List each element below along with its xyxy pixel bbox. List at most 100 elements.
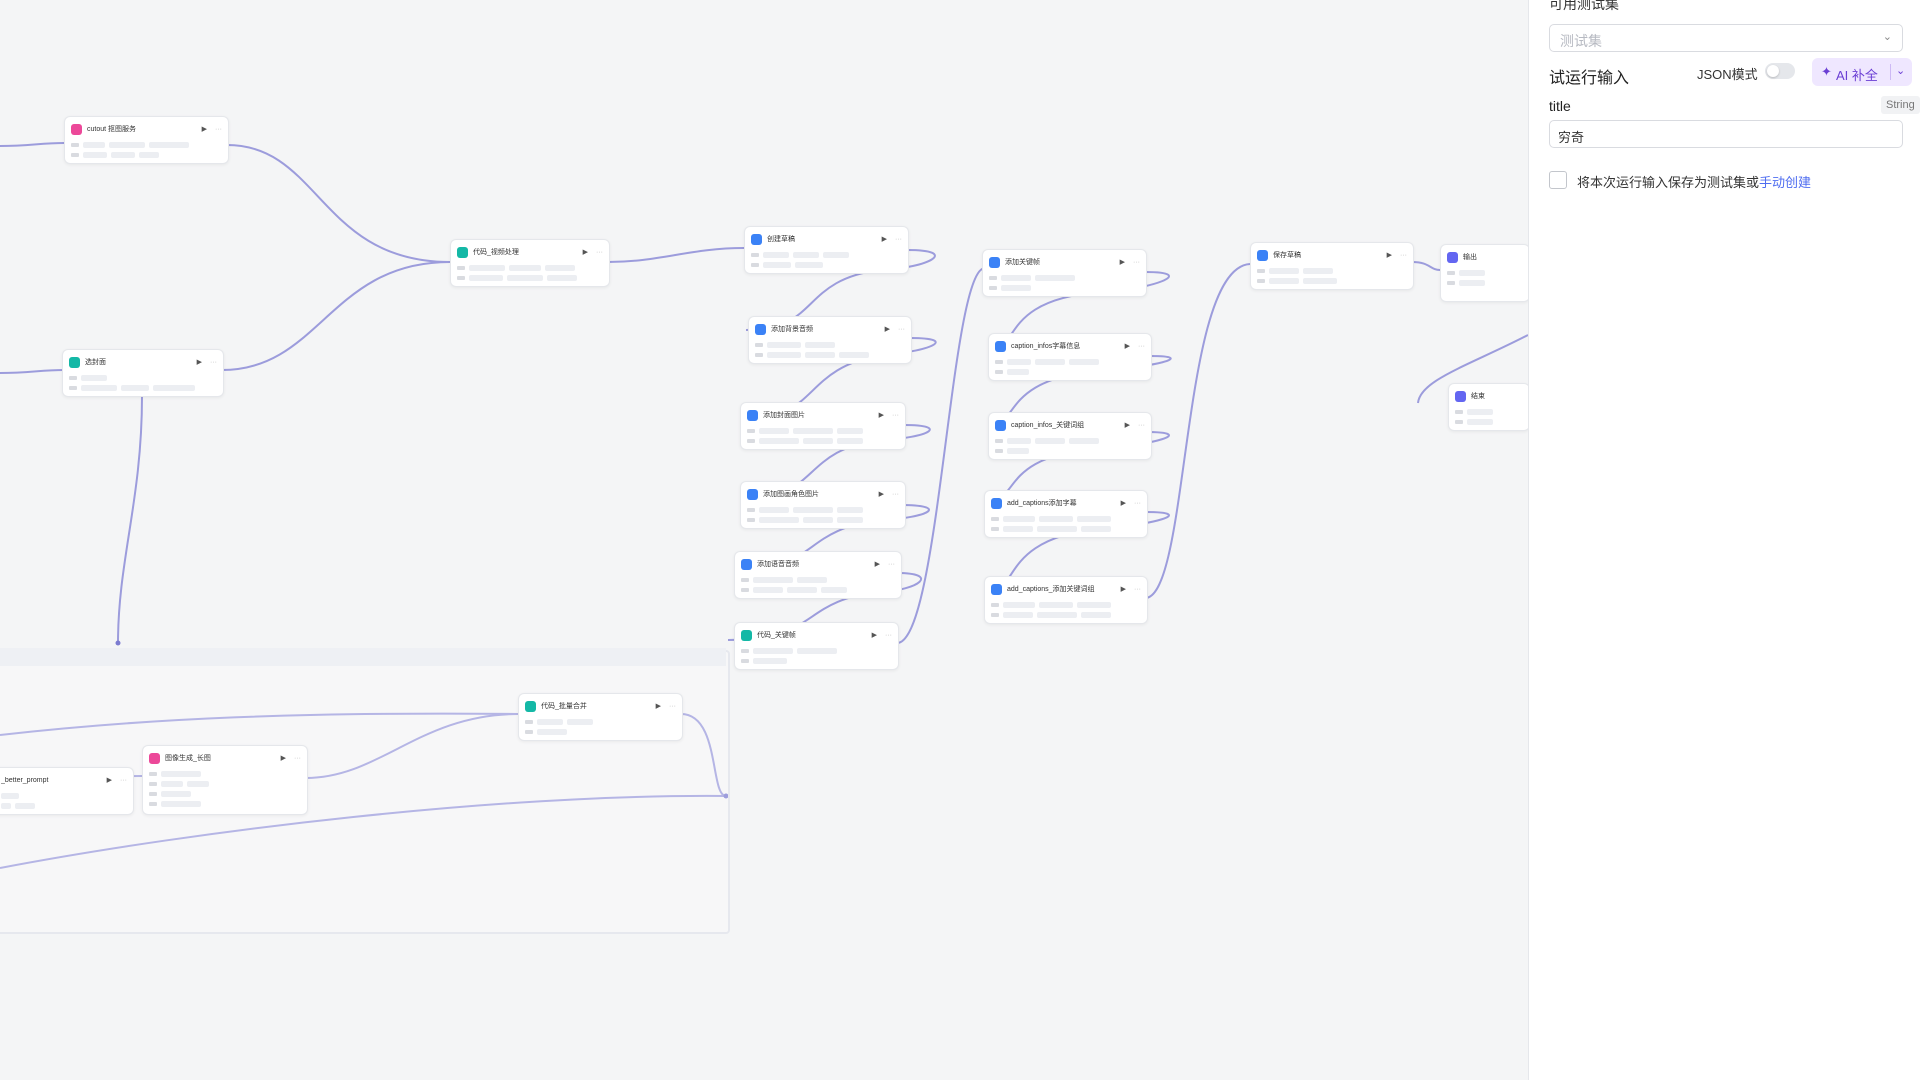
- node-title: 选封面: [85, 359, 106, 366]
- workflow-node[interactable]: 添加封面图片 ▶ ···: [740, 402, 906, 450]
- play-icon[interactable]: ▶: [1386, 252, 1392, 259]
- workflow-node[interactable]: 添加背景音频 ▶ ···: [748, 316, 912, 364]
- node-title: caption_infos_关键词组: [1011, 422, 1085, 429]
- workflow-node[interactable]: 代码_关键帧 ▶ ···: [734, 622, 899, 670]
- workflow-node[interactable]: 代码_批量合并 ▶ ···: [518, 693, 683, 741]
- test-set-select[interactable]: 测试集 ⌄: [1549, 24, 1903, 52]
- more-icon[interactable]: ···: [892, 411, 899, 419]
- more-icon[interactable]: ···: [898, 325, 905, 333]
- workflow-node[interactable]: caption_infos_关键词组 ▶ ···: [988, 412, 1152, 460]
- json-mode-toggle[interactable]: [1765, 63, 1795, 79]
- node-type-icon: [457, 246, 468, 258]
- test-run-panel: 可用测试集 测试集 ⌄ 试运行输入 JSON模式 ✦ AI 补全 ⌄ title…: [1528, 0, 1920, 1080]
- workflow-node[interactable]: 图像生成_长图 ▶ ···: [142, 745, 308, 815]
- sparkle-icon: ✦: [1821, 64, 1832, 79]
- more-icon[interactable]: ···: [1138, 342, 1145, 350]
- more-icon[interactable]: ···: [885, 631, 892, 639]
- more-icon[interactable]: ···: [210, 358, 217, 366]
- save-as-test-set-checkbox[interactable]: [1549, 171, 1567, 189]
- workflow-node[interactable]: 输出: [1440, 244, 1528, 302]
- workflow-node[interactable]: 添加关键帧▶···: [982, 249, 1147, 297]
- play-icon[interactable]: ▶: [1124, 422, 1130, 429]
- workflow-node[interactable]: 保存草稿 ▶ ···: [1250, 242, 1414, 290]
- more-icon[interactable]: ···: [294, 754, 301, 762]
- workflow-node[interactable]: caption_infos字幕信息▶···: [988, 333, 1152, 381]
- workflow-canvas[interactable]: cutout 抠图服务▶··· 代码_视频处理▶··· 选封面▶··· 创建草稿…: [0, 0, 1528, 1080]
- workflow-node[interactable]: 添加图画角色图片 ▶ ···: [740, 481, 906, 529]
- play-icon[interactable]: ▶: [1120, 500, 1126, 507]
- more-icon[interactable]: ···: [1134, 585, 1141, 593]
- node-title: 添加背景音频: [771, 326, 813, 333]
- more-icon[interactable]: ···: [120, 776, 127, 784]
- title-input[interactable]: 穷奇: [1549, 120, 1903, 148]
- node-title: 代码_批量合并: [541, 703, 587, 710]
- play-icon[interactable]: ▶: [655, 703, 661, 710]
- node-type-icon: [69, 356, 80, 368]
- workflow-node[interactable]: add_captions_添加关键词组 ▶ ···: [984, 576, 1148, 624]
- node-type-icon: [149, 752, 160, 764]
- play-icon[interactable]: ▶: [884, 326, 890, 333]
- manual-create-link[interactable]: 手动创建: [1759, 175, 1812, 190]
- play-icon[interactable]: ▶: [871, 632, 877, 639]
- trial-input-label: 试运行输入: [1549, 70, 1630, 87]
- more-icon[interactable]: ···: [892, 490, 899, 498]
- ai-complete-label: AI 补全: [1836, 68, 1878, 83]
- node-type-icon: [71, 123, 82, 135]
- node-title: 添加图画角色图片: [763, 491, 819, 498]
- workflow-node[interactable]: cutout 抠图服务 ▶ ···: [64, 116, 229, 164]
- play-icon[interactable]: ▶: [878, 491, 884, 498]
- workflow-node[interactable]: _better_prompt ▶ ···: [0, 767, 134, 815]
- more-icon[interactable]: ···: [215, 125, 222, 133]
- test-set-label: 可用测试集: [1549, 0, 1619, 12]
- play-icon[interactable]: ▶: [1119, 259, 1125, 266]
- more-icon[interactable]: ···: [1400, 251, 1407, 259]
- toggle-knob: [1767, 65, 1779, 77]
- node-title: cutout 抠图服务: [87, 126, 137, 133]
- play-icon[interactable]: ▶: [878, 412, 884, 419]
- chevron-down-icon[interactable]: ⌄: [1896, 65, 1906, 77]
- node-title: 添加封面图片: [763, 412, 805, 419]
- play-icon[interactable]: ▶: [582, 249, 588, 256]
- workflow-node[interactable]: 创建草稿▶···: [744, 226, 909, 274]
- title-input-value: 穷奇: [1558, 130, 1585, 145]
- node-title: _better_prompt: [1, 776, 49, 784]
- more-icon[interactable]: ···: [1138, 421, 1145, 429]
- node-type-icon: [755, 323, 766, 335]
- test-set-placeholder: 测试集: [1560, 33, 1602, 49]
- play-icon[interactable]: ▶: [280, 755, 286, 762]
- workflow-node[interactable]: 结束: [1448, 383, 1528, 431]
- play-icon[interactable]: ▶: [106, 777, 112, 784]
- more-icon[interactable]: ···: [1133, 258, 1140, 266]
- node-type-icon: [747, 409, 758, 421]
- node-type-icon: [1257, 249, 1268, 261]
- more-icon[interactable]: ···: [888, 560, 895, 568]
- workflow-node[interactable]: 添加语音音频▶···: [734, 551, 902, 599]
- node-title: 保存草稿: [1273, 252, 1301, 259]
- play-icon[interactable]: ▶: [1120, 586, 1126, 593]
- workflow-node[interactable]: add_captions添加字幕 ▶ ···: [984, 490, 1148, 538]
- node-type-icon: [525, 700, 536, 712]
- node-type-icon: [1447, 251, 1458, 263]
- play-icon[interactable]: ▶: [201, 126, 207, 133]
- play-icon[interactable]: ▶: [874, 561, 880, 568]
- play-icon[interactable]: ▶: [196, 359, 202, 366]
- node-title: add_captions_添加关键词组: [1007, 586, 1095, 593]
- workflow-node[interactable]: 代码_视频处理▶···: [450, 239, 610, 287]
- save-as-test-set-label: 将本次运行输入保存为测试集或手动创建: [1577, 172, 1811, 191]
- ai-complete-button[interactable]: ✦ AI 补全 ⌄: [1812, 58, 1912, 86]
- more-icon[interactable]: ···: [669, 702, 676, 710]
- more-icon[interactable]: ···: [596, 248, 603, 256]
- node-type-icon: [989, 256, 1000, 268]
- more-icon[interactable]: ···: [1134, 499, 1141, 507]
- node-title: 代码_关键帧: [757, 632, 796, 639]
- workflow-node[interactable]: 选封面 ▶ ···: [62, 349, 224, 397]
- node-type-icon: [995, 419, 1006, 431]
- node-type-icon: [751, 233, 762, 245]
- node-type-icon: [995, 340, 1006, 352]
- node-title: 图像生成_长图: [165, 755, 211, 762]
- chevron-down-icon: ⌄: [1882, 31, 1892, 43]
- more-icon[interactable]: ···: [895, 235, 902, 243]
- play-icon[interactable]: ▶: [881, 236, 887, 243]
- node-title: add_captions添加字幕: [1007, 500, 1077, 507]
- play-icon[interactable]: ▶: [1124, 343, 1130, 350]
